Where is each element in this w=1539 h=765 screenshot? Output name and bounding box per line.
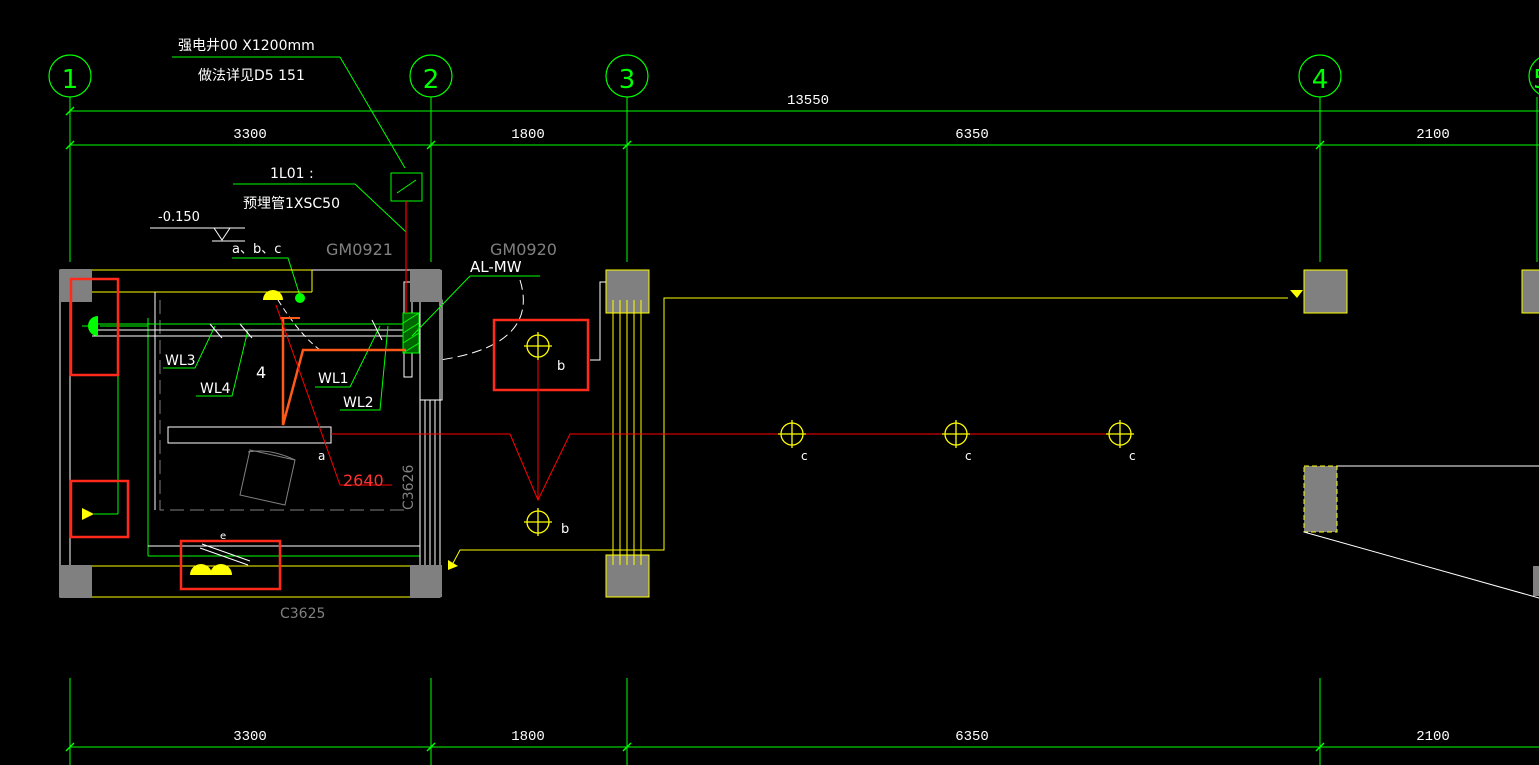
lighting-circuit [331,360,1110,502]
column [1303,269,1348,314]
dim-overall: 13550 [787,93,829,109]
fixture-switch-left[interactable] [82,330,119,520]
dim-top-4: 2100 [1416,127,1450,143]
shaft-note[interactable]: 强电井00 X1200mm 做法详见D5 151 [172,38,406,169]
column [60,270,92,302]
lamp-tag-b: b [561,522,569,537]
column [1521,269,1539,314]
shaft-note-line2: 做法详见D5 151 [198,68,305,84]
tag-a: a [318,449,325,463]
lamp-tag-b: b [557,359,565,374]
axis-1-label: 1 [62,65,79,95]
axis-3[interactable]: 3 [605,54,649,98]
lamp-tag-c: c [801,449,808,463]
dim-bottom-3: 6350 [955,729,989,745]
switch-symbol[interactable] [1290,290,1303,298]
column [60,565,92,597]
dimension-top: 13550 3300 1800 6350 2100 [65,93,1539,150]
axis-5-label: 5 [1533,65,1539,95]
fixture-yellow-lamp-top[interactable] [263,290,305,303]
circuit-labels: WL3 WL4 4 WL1 WL2 [163,319,389,411]
column [1533,566,1539,596]
corridor [448,269,1539,599]
feeder-note-line1: 1L01 : [270,166,314,182]
label-wl1: WL1 [318,371,349,387]
window-c3625: C3625 [280,606,325,622]
highlight-box-switch[interactable] [69,479,130,539]
highlight-box-bottom-lamps[interactable] [179,539,282,591]
grid-lines [69,97,1538,765]
axis-5[interactable]: 5 [1528,55,1539,97]
elevation-text: -0.150 [158,210,200,225]
label-wl4: WL4 [200,381,231,397]
highlight-box-lamp[interactable] [69,277,120,377]
dim-bottom-1: 3300 [233,729,267,745]
door-swing-gm0920 [439,279,524,361]
distribution-panel[interactable]: AL-MW [402,258,540,354]
axis-3-label: 3 [619,65,636,95]
column [410,565,442,597]
switch-symbol[interactable] [448,560,458,570]
elevation-mark[interactable]: -0.150 [150,210,245,242]
fixture-green-lamp[interactable] [82,316,148,336]
feeder-note-line2: 预埋管1XSC50 [243,196,340,212]
label-wl3: WL3 [165,353,196,369]
red-dimension-2640: 2640 [343,471,384,490]
fixture-yellow-lamps-bottom[interactable]: e [190,531,251,575]
axis-2[interactable]: 2 [409,54,453,98]
dim-top-3: 6350 [955,127,989,143]
lamp-tag-c: c [1129,449,1136,463]
column [1303,465,1338,533]
dimension-bottom: 3300 1800 6350 2100 [65,729,1539,752]
dim-top-2: 1800 [511,127,545,143]
lamp-b-upper[interactable]: b [524,332,565,374]
tag-e: e [220,531,226,542]
panel-label: AL-MW [470,258,522,276]
dim-bottom-4: 2100 [1416,729,1450,745]
shaft-note-line1: 强电井00 X1200mm [178,38,315,54]
door-gm0921: GM0921 [326,240,393,259]
power-wiring: 2640 a [275,304,406,490]
highlight-boxes [69,277,590,591]
dim-top-1: 3300 [233,127,267,143]
label-wl2: WL2 [343,395,374,411]
switch-leader [232,257,301,297]
axis-4[interactable]: 4 [1298,54,1342,98]
axis-2-label: 2 [423,65,440,95]
door-gm0920: GM0920 [490,240,557,259]
lamp-c-1[interactable]: c [778,420,808,463]
switch-tags: a、b、c [232,242,281,257]
dim-bottom-2: 1800 [511,729,545,745]
feeder-note[interactable]: 1L01 : 预埋管1XSC50 [233,166,407,233]
riser-box[interactable] [390,172,423,313]
axis-1[interactable]: 1 [48,54,92,98]
lamp-c-2[interactable]: c [942,420,972,463]
lamp-c-3[interactable]: c [1106,420,1136,463]
lamp-b-lower[interactable]: b [524,508,569,537]
highlight-box-lamp-b[interactable] [492,318,590,392]
lamp-tag-c: c [965,449,972,463]
window-c3626: C3626 [401,465,417,510]
axis-4-label: 4 [1312,65,1329,95]
column [410,270,442,302]
label-wire-count: 4 [256,363,266,382]
